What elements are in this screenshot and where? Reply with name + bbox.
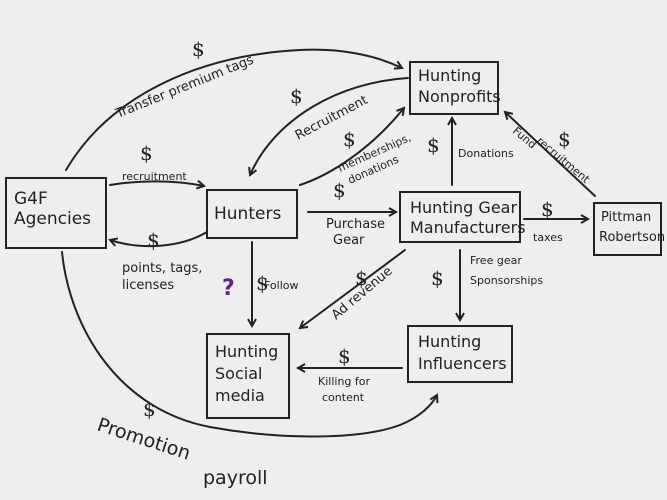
svg-text:$: $: [256, 271, 269, 295]
svg-text:$: $: [140, 141, 153, 165]
edge-killing-for-content: $ Killing for content: [298, 344, 403, 404]
svg-text:Follow: Follow: [264, 279, 299, 292]
edge-recruitment-g4f: $ recruitment: [109, 141, 204, 186]
svg-text:$: $: [558, 127, 571, 151]
node-hunting-nonprofits: Hunting Nonprofits: [409, 61, 501, 115]
svg-text:$: $: [333, 178, 346, 202]
svg-text:Nonprofits: Nonprofits: [418, 87, 501, 106]
svg-text:Hunting: Hunting: [215, 342, 278, 361]
question-mark: ?: [222, 276, 235, 301]
svg-text:Donations: Donations: [458, 147, 514, 160]
edge-free-gear-sponsorships: $ Free gear Sponsorships: [431, 249, 543, 320]
svg-text:$: $: [147, 228, 160, 252]
edge-follow: $ Follow ?: [222, 241, 299, 326]
node-g4f-agencies: G4F Agencies: [5, 177, 107, 249]
edge-fund-recruitment: $ Fund recruitment: [505, 112, 596, 197]
svg-text:media: media: [215, 386, 265, 405]
svg-text:$: $: [541, 197, 554, 221]
svg-text:Pittman: Pittman: [601, 210, 651, 225]
svg-text:$: $: [338, 344, 351, 368]
svg-text:$: $: [192, 37, 205, 61]
svg-text:Robertson: Robertson: [599, 230, 665, 245]
svg-text:Fund: Fund: [510, 124, 539, 151]
svg-text:$: $: [355, 266, 368, 290]
svg-text:$: $: [343, 127, 356, 151]
svg-text:points, tags,: points, tags,: [122, 261, 202, 276]
edge-purchase-gear: $ Purchase Gear: [307, 178, 396, 248]
svg-text:Hunting: Hunting: [418, 66, 481, 85]
svg-text:recruitment: recruitment: [122, 170, 187, 183]
node-pittman-robertson: Pittman Robertson: [593, 202, 665, 256]
edge-donations: $ Donations: [427, 118, 514, 186]
svg-text:Hunters: Hunters: [214, 204, 281, 224]
svg-text:payroll: payroll: [203, 467, 268, 489]
svg-text:Agencies: Agencies: [14, 209, 91, 229]
node-hunting-influencers: Hunting Influencers: [407, 325, 513, 383]
svg-text:Transfer premium tags: Transfer premium tags: [113, 53, 256, 122]
svg-text:Sponsorships: Sponsorships: [470, 274, 543, 287]
edge-points-tags-licenses: $ points, tags, licenses: [110, 228, 208, 293]
svg-text:$: $: [290, 84, 303, 108]
svg-text:Free gear: Free gear: [470, 254, 522, 267]
svg-text:Hunting: Hunting: [418, 332, 481, 351]
svg-text:content: content: [322, 391, 365, 404]
svg-text:$: $: [143, 397, 156, 421]
node-hunters: Hunters: [206, 189, 298, 239]
svg-text:taxes: taxes: [533, 231, 563, 244]
svg-text:Hunting Gear: Hunting Gear: [410, 198, 517, 217]
svg-text:$: $: [431, 266, 444, 290]
svg-text:$: $: [427, 133, 440, 157]
svg-text:Recruitment: Recruitment: [293, 93, 371, 144]
svg-text:G4F: G4F: [14, 189, 48, 209]
edge-taxes: $ taxes: [523, 197, 588, 244]
svg-text:Manufacturers: Manufacturers: [410, 218, 526, 237]
svg-text:Promotion: Promotion: [94, 414, 193, 465]
svg-text:Gear: Gear: [333, 233, 365, 248]
svg-text:Influencers: Influencers: [418, 354, 507, 373]
node-hunting-gear-manufacturers: Hunting Gear Manufacturers: [399, 191, 526, 243]
node-hunting-social-media: Hunting Social media: [206, 333, 290, 419]
svg-text:Social: Social: [215, 364, 262, 383]
edge-ad-revenue: $ Ad revenue: [300, 249, 406, 328]
svg-text:licenses: licenses: [122, 278, 174, 293]
svg-text:Killing for: Killing for: [318, 375, 370, 388]
svg-text:Purchase: Purchase: [326, 217, 385, 232]
